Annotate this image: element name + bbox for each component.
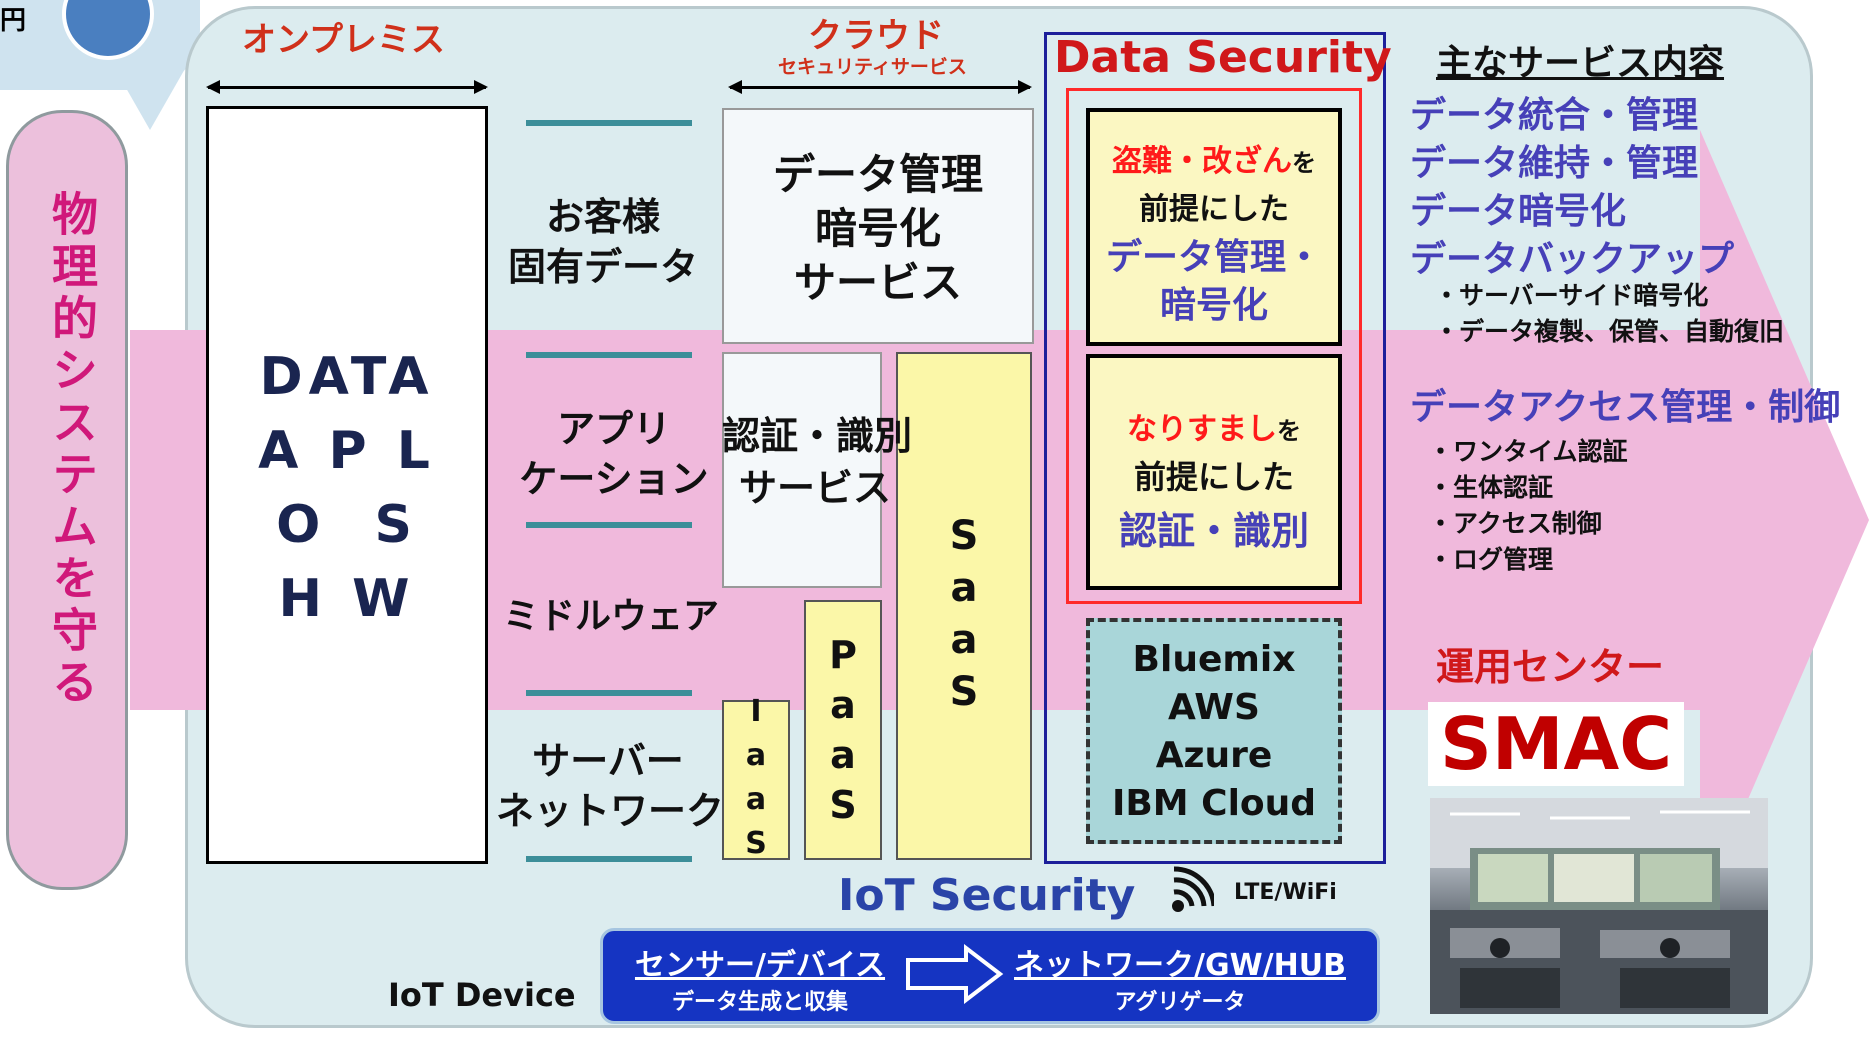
layer-server-network: サーバー ネットワーク <box>496 739 725 833</box>
access-title: データアクセス管理・制御 <box>1410 387 1841 428</box>
anti-tamper-line1: 盗難・改ざんを <box>1086 136 1342 180</box>
service-subitem: ・サーバーサイド暗号化 <box>1434 281 1709 310</box>
anti-tamper-line3: データ管理・ <box>1105 237 1322 278</box>
iaas-box <box>722 700 790 860</box>
iot-device-label: IoT Device <box>388 976 576 1014</box>
access-subitem: ・生体認証 <box>1428 473 1554 502</box>
ops-center-photo-illustration <box>1430 798 1768 1014</box>
access-subitem: ・ログ管理 <box>1428 545 1554 574</box>
anti-tamper-box <box>1086 108 1342 346</box>
wifi-icon <box>1170 866 1217 914</box>
network-gw-hub-label: ネットワーク/GW/HUB <box>1014 948 1346 983</box>
left-banner-text: 物理的システムを守る <box>45 190 99 710</box>
ops-center-photo <box>1430 798 1768 1014</box>
layer-divider <box>526 352 692 358</box>
sensor-device-sublabel: データ生成と収集 <box>671 990 848 1015</box>
onprem-span-arrow <box>206 80 488 94</box>
left-banner <box>6 110 128 890</box>
service-item: データバックアップ <box>1410 239 1735 280</box>
smac-name: SMAC <box>1428 702 1685 786</box>
network-type-label: LTE/WiFi <box>1234 880 1337 905</box>
cloud-provider-azure: Azure <box>1155 735 1273 776</box>
auth-service-box <box>722 352 882 588</box>
saas-label: S a a S <box>949 513 979 715</box>
anti-spoofing-box <box>1086 354 1342 590</box>
ops-center-label: 運用センター <box>1436 645 1665 689</box>
anti-spoofing-line1: なりすましを <box>1086 404 1342 448</box>
anti-tamper-line2: 前提にした <box>1139 192 1289 227</box>
access-subitem: ・アクセス制御 <box>1428 509 1602 538</box>
layer-divider <box>526 856 692 862</box>
onprem-stack-text: DATA A P L O S H W <box>258 347 436 629</box>
layer-customer-data: お客様 固有データ <box>507 195 698 289</box>
service-item: データ維持・管理 <box>1410 143 1699 184</box>
anti-tamper-keyword: 盗難・改ざん <box>1112 144 1292 179</box>
anti-tamper-line4: 暗号化 <box>1159 285 1268 326</box>
anti-spoofing-line3: 認証・識別 <box>1118 509 1309 553</box>
service-item: データ暗号化 <box>1410 191 1627 232</box>
service-subitem: ・データ複製、保管、自動復旧 <box>1434 317 1785 346</box>
access-subitem: ・ワンタイム認証 <box>1428 437 1628 466</box>
layer-application: アプリ ケーション <box>519 407 709 501</box>
data-management-service-box <box>722 108 1034 344</box>
service-item: データ統合・管理 <box>1410 95 1699 136</box>
iot-security-label: IoT Security <box>838 870 1136 921</box>
data-security-frame <box>1044 32 1386 864</box>
saas-box <box>896 352 1032 860</box>
layer-divider <box>526 690 692 696</box>
anti-tamper-particle: を <box>1292 149 1316 177</box>
anti-spoofing-line2: 前提にした <box>1133 458 1294 496</box>
cloud-span-arrow <box>728 80 1032 94</box>
layer-divider <box>526 120 692 126</box>
cloud-provider-ibm: IBM Cloud <box>1111 783 1317 824</box>
sensor-device-label: センサー/デバイス <box>634 948 886 983</box>
anti-spoofing-particle: を <box>1277 417 1301 445</box>
cloud-provider-bluemix: Bluemix <box>1132 639 1296 680</box>
data-management-service-text: データ管理 暗号化 サービス <box>772 150 983 307</box>
cloud-providers-list: Bluemix AWS Azure IBM Cloud <box>1086 636 1342 828</box>
onprem-heading: オンプレミス <box>242 20 445 60</box>
cloud-heading: クラウド <box>808 16 944 56</box>
layer-divider <box>526 522 692 528</box>
paas-box <box>804 600 882 860</box>
flow-right-arrow-icon <box>904 943 1004 1005</box>
cloud-providers-box <box>1086 618 1342 844</box>
services-title: 主なサービス内容 <box>1436 43 1725 84</box>
anti-spoofing-keyword: なりすまし <box>1127 412 1277 447</box>
bubble-text: 円 <box>0 6 27 36</box>
onprem-stack-box <box>206 106 488 864</box>
paas-label: P a a S <box>829 633 857 827</box>
cloud-subheading: セキュリティサービス <box>778 56 967 78</box>
data-security-inner-frame <box>1066 88 1362 604</box>
speech-bubble-tail <box>110 60 190 130</box>
auth-service-text: 認証・識別 サービス <box>722 414 913 510</box>
data-security-title: Data Security <box>1054 32 1392 83</box>
aggregator-sublabel: アグリゲータ <box>1114 990 1246 1015</box>
cloud-provider-aws: AWS <box>1168 687 1260 728</box>
iaas-label: I a a S <box>745 694 767 861</box>
layer-middleware: ミドルウェア <box>502 596 719 637</box>
